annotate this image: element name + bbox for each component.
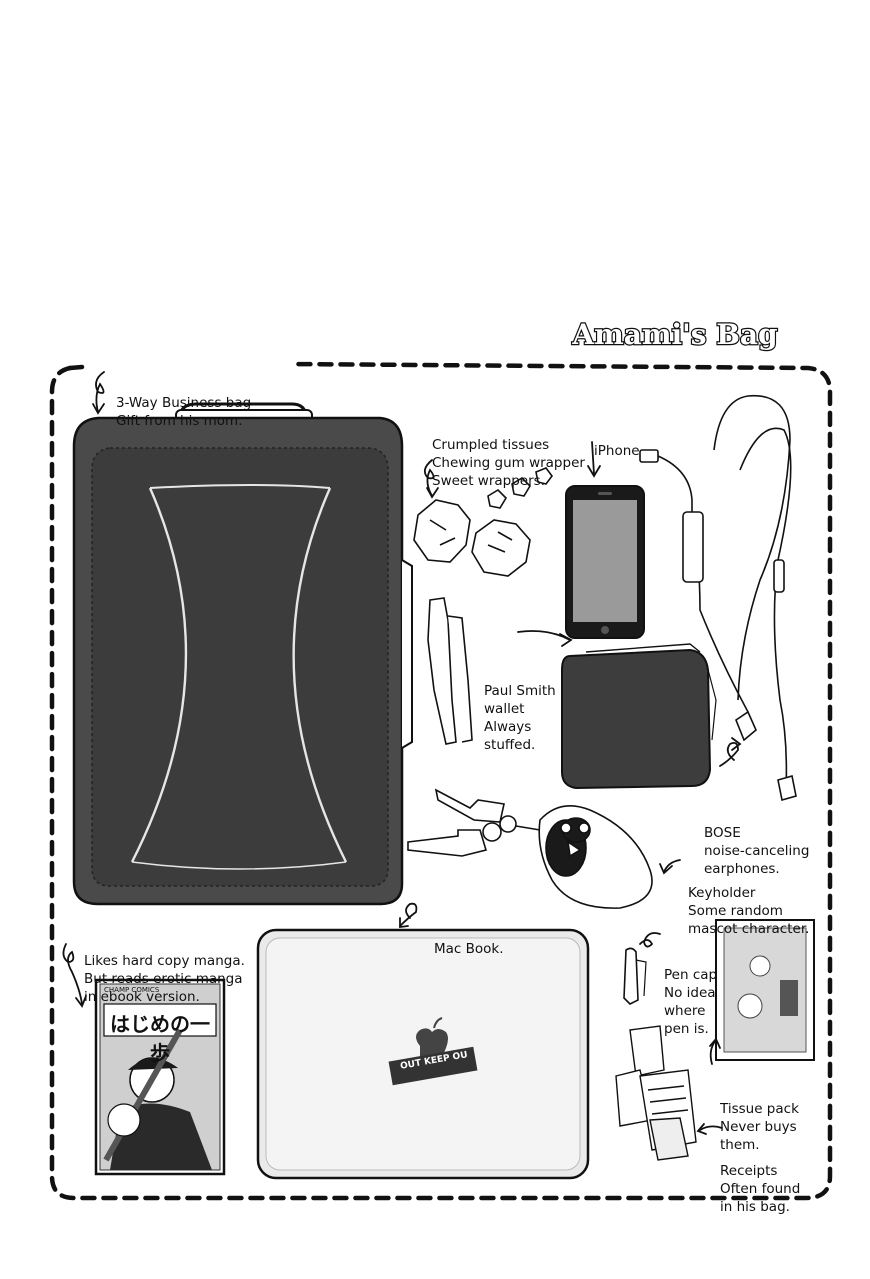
- receipts: [615, 1025, 697, 1161]
- label-macbook: Mac Book.: [434, 941, 504, 957]
- pen-cap: [623, 947, 647, 1005]
- bose-earphones: [639, 394, 797, 802]
- keys-keyholder: [407, 788, 653, 909]
- paul-smith-wallet: [561, 643, 717, 790]
- manga-title: はじめの一歩: [110, 1012, 210, 1065]
- tissue-pack: [715, 919, 815, 1061]
- macbook: [256, 928, 590, 1180]
- business-bag: [72, 402, 413, 906]
- label-manga: Likes hard copy manga.But reads erotic m…: [84, 953, 245, 1005]
- page-title: Amami's Bag: [570, 317, 779, 352]
- manga-book: [94, 978, 226, 1176]
- label-iphone: iPhone: [594, 443, 640, 459]
- crumpled-tissues: [413, 467, 553, 745]
- dashed-frame: [49, 361, 833, 1201]
- manga-publisher: CHAMP COMICS: [104, 986, 160, 994]
- svg-text:Amami's Bag: Amami's Bag: [571, 318, 777, 351]
- iphone: [565, 485, 645, 639]
- pointer-arrows: [62, 371, 742, 1135]
